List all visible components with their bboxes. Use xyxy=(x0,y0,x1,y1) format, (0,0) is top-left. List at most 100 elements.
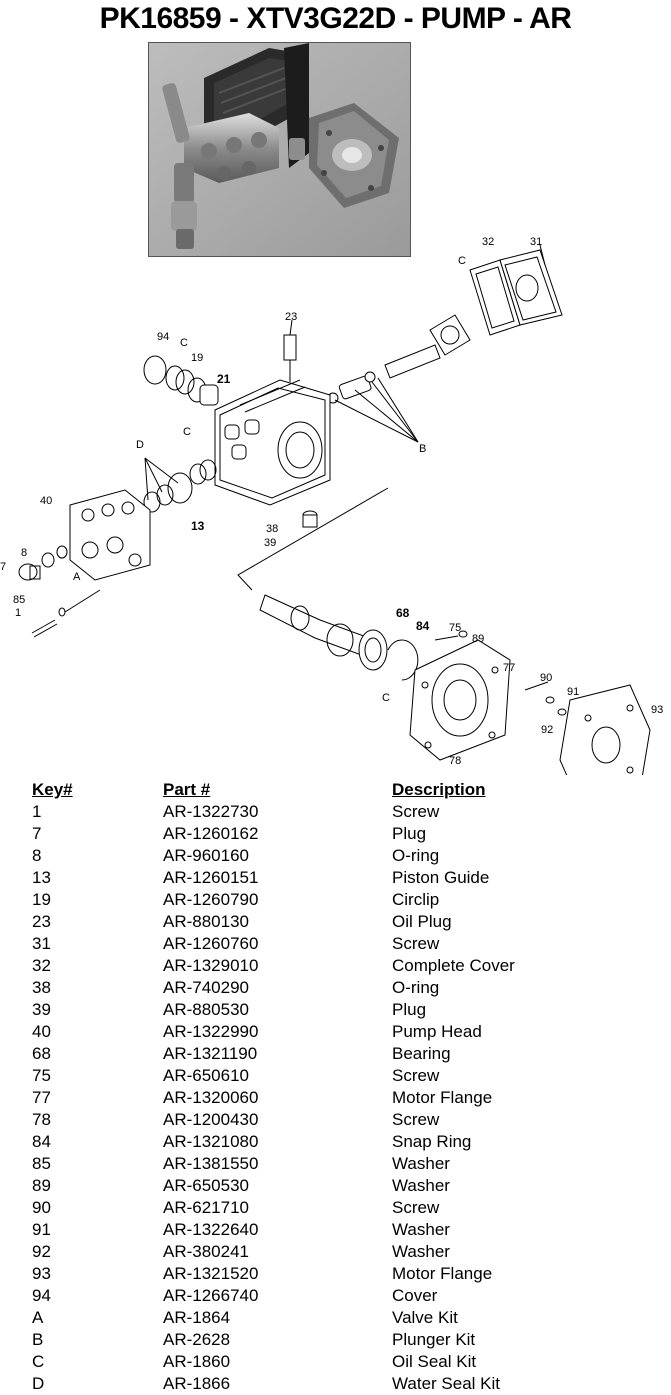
cell-description: Snap Ring xyxy=(392,1132,472,1151)
label-32: 32 xyxy=(482,236,494,248)
cell-part-number: AR-880530 xyxy=(163,1000,250,1019)
label-8: 8 xyxy=(21,547,27,559)
header-part: Part # xyxy=(163,780,211,799)
cell-description: Circlip xyxy=(392,890,440,909)
label-94: 94 xyxy=(157,331,169,343)
table-row: 90 AR-621710 Screw xyxy=(32,1197,632,1219)
label-7: 7 xyxy=(0,561,6,573)
cell-key: 77 xyxy=(32,1088,51,1107)
exploded-diagram: 32 31 C 23 94 C 19 21 C D B 40 13 38 39 … xyxy=(0,236,663,775)
label-92: 92 xyxy=(541,724,553,736)
cell-key: 1 xyxy=(32,802,42,821)
cell-part-number: AR-650530 xyxy=(163,1176,250,1195)
table-row: 84 AR-1321080 Snap Ring xyxy=(32,1131,632,1153)
cell-description: Valve Kit xyxy=(392,1308,458,1327)
cell-part-number: AR-1260151 xyxy=(163,868,259,887)
cell-description: Piston Guide xyxy=(392,868,490,887)
label-c-lower: C xyxy=(382,692,390,704)
cell-description: Motor Flange xyxy=(392,1264,493,1283)
cell-description: Cover xyxy=(392,1286,438,1305)
cell-key: 91 xyxy=(32,1220,51,1239)
cell-part-number: AR-621710 xyxy=(163,1198,250,1217)
cell-part-number: AR-1266740 xyxy=(163,1286,259,1305)
cell-description: Screw xyxy=(392,1066,440,1085)
cell-part-number: AR-960160 xyxy=(163,846,250,865)
label-39: 39 xyxy=(264,537,276,549)
cell-part-number: AR-1322990 xyxy=(163,1022,259,1041)
cell-key: 32 xyxy=(32,956,51,975)
label-1: 1 xyxy=(15,607,21,619)
cell-part-number: AR-1321190 xyxy=(163,1044,258,1063)
cell-description: Water Seal Kit xyxy=(392,1374,501,1393)
label-89: 89 xyxy=(472,633,484,645)
label-19: 19 xyxy=(191,352,203,364)
header-key: Key# xyxy=(32,780,73,799)
cell-description: O-ring xyxy=(392,978,440,997)
label-40: 40 xyxy=(40,495,52,507)
cell-part-number: AR-1200430 xyxy=(163,1110,259,1129)
table-row: 78 AR-1200430 Screw xyxy=(32,1109,632,1131)
cell-part-number: AR-1321080 xyxy=(163,1132,259,1151)
cell-key: 90 xyxy=(32,1198,51,1217)
page-title: PK16859 - XTV3G22D - PUMP - AR xyxy=(99,2,572,35)
cell-part-number: AR-1322640 xyxy=(163,1220,259,1239)
label-c-middle: C xyxy=(183,426,191,438)
label-a: A xyxy=(73,571,81,583)
cell-key: 8 xyxy=(32,846,42,865)
cell-key: D xyxy=(32,1374,45,1393)
label-c-upper: C xyxy=(180,337,188,349)
label-90: 90 xyxy=(540,672,552,684)
cell-part-number: AR-1860 xyxy=(163,1352,231,1371)
cell-key: 68 xyxy=(32,1044,51,1063)
cell-part-number: AR-380241 xyxy=(163,1242,250,1261)
cell-key: 84 xyxy=(32,1132,51,1151)
cell-key: 31 xyxy=(32,934,51,953)
cell-key: 38 xyxy=(32,978,51,997)
cell-description: Oil Seal Kit xyxy=(392,1352,477,1371)
label-78: 78 xyxy=(449,755,461,767)
pump-photo xyxy=(148,42,411,257)
cell-part-number: AR-1260162 xyxy=(163,824,259,843)
cell-key: 94 xyxy=(32,1286,51,1305)
cell-key: B xyxy=(32,1330,44,1349)
cell-description: Screw xyxy=(392,802,440,821)
cell-description: Plunger Kit xyxy=(392,1330,476,1349)
cell-description: O-ring xyxy=(392,846,440,865)
cell-part-number: AR-1322730 xyxy=(163,802,259,821)
cell-description: Screw xyxy=(392,1198,440,1217)
cell-part-number: AR-880130 xyxy=(163,912,250,931)
label-21: 21 xyxy=(217,372,231,386)
label-93: 93 xyxy=(651,704,663,716)
cell-key: 78 xyxy=(32,1110,51,1129)
cell-part-number: AR-1381550 xyxy=(163,1154,259,1173)
header-description: Description xyxy=(392,780,486,799)
label-b: B xyxy=(419,443,426,455)
cell-part-number: AR-1866 xyxy=(163,1374,231,1393)
cell-key: 75 xyxy=(32,1066,51,1085)
cell-description: Washer xyxy=(392,1242,450,1261)
table-row: 1 AR-1322730 Screw xyxy=(32,801,632,823)
label-31: 31 xyxy=(530,236,542,248)
cell-description: Screw xyxy=(392,934,440,953)
label-c-cover: C xyxy=(458,255,466,267)
cell-part-number: AR-1321520 xyxy=(163,1264,259,1283)
cell-description: Pump Head xyxy=(392,1022,482,1041)
cell-description: Screw xyxy=(392,1110,440,1129)
